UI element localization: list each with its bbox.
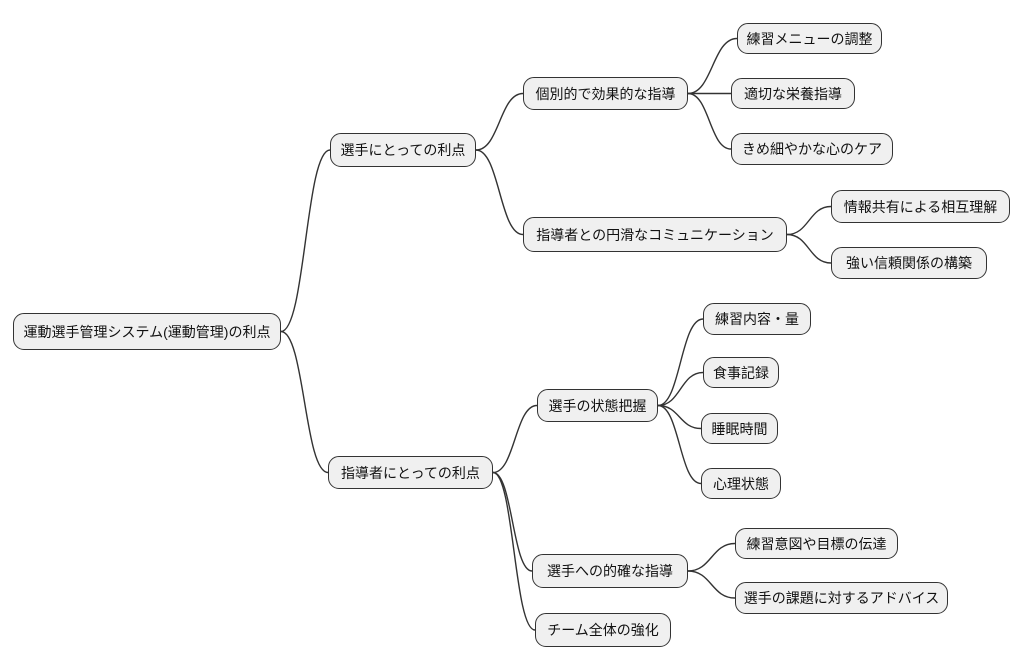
node-label: 選手にとっての利点 [340,142,466,158]
node-label: 練習意図や目標の伝達 [746,535,887,552]
mindmap-node-a1: 個別的で効果的な指導 [523,77,688,110]
edge-root-b [280,330,329,474]
edge-b2-b2a [687,542,736,572]
node-label: 運動選手管理システム(運動管理)の利点 [23,323,271,340]
node-label: 練習内容・量 [715,311,799,327]
edge-a-a1 [475,92,524,151]
node-label: 練習メニューの調整 [746,30,873,47]
edge-b2-b2b [687,570,736,599]
mindmap-node-b2: 選手への的確な指導 [532,554,688,588]
edge-a2-a2a [786,205,832,236]
edge-b-b3 [492,471,536,631]
mindmap-node-b2a: 練習意図や目標の伝達 [735,528,898,559]
edge-root-a [280,149,331,333]
node-label: 心理状態 [713,475,769,492]
node-label: 適切な栄養指導 [744,85,842,102]
node-label: 指導者にとっての利点 [341,464,480,481]
edge-a2-a2b [786,233,832,264]
mindmap-node-b1c: 睡眠時間 [701,413,778,444]
mindmap-node-b1a: 練習内容・量 [703,303,811,335]
mindmap-node-a1c: きめ細やかな心のケア [731,133,893,165]
mindmap-node-a1a: 練習メニューの調整 [737,23,882,54]
node-label: 情報共有による相互理解 [843,198,998,215]
mindmap-node-a2: 指導者との円滑なコミュニケーション [523,217,787,252]
edge-a-a2 [475,149,524,236]
edge-b-b2 [492,471,533,572]
mindmap-node-b2b: 選手の課題に対するアドバイス [735,582,948,614]
node-label: チーム全体の強化 [547,622,659,638]
mindmap-node-b1d: 心理状態 [701,468,781,499]
mindmap-node-a: 選手にとっての利点 [330,133,476,167]
mindmap-node-b1: 選手の状態把握 [537,389,658,422]
node-label: 選手の課題に対するアドバイス [743,590,940,606]
node-label: 睡眠時間 [711,420,768,437]
edge-a1-a1c [687,92,732,150]
edge-a1-a1a [687,37,738,95]
node-label: 指導者との円滑なコミュニケーション [536,226,774,243]
node-label: きめ細やかな心のケア [742,141,882,157]
mindmap-node-a2a: 情報共有による相互理解 [831,190,1010,223]
mindmap-node-b1b: 食事記録 [703,357,779,388]
node-label: 強い信頼関係の構築 [846,255,972,271]
mindmap-node-b3: チーム全体の強化 [535,613,671,647]
mindmap-node-root: 運動選手管理システム(運動管理)の利点 [13,313,281,350]
mindmap-node-a2b: 強い信頼関係の構築 [831,247,987,279]
edge-b1-b1d [657,404,702,485]
node-label: 選手への的確な指導 [547,563,673,579]
mindmap-node-b: 指導者にとっての利点 [328,456,493,489]
edge-b1-b1a [657,318,704,407]
edge-b1-b1b [657,371,704,407]
edge-b1-b1c [657,404,702,430]
node-label: 選手の状態把握 [548,397,647,414]
node-label: 食事記録 [713,364,769,381]
mindmap-node-a1b: 適切な栄養指導 [731,78,855,109]
node-label: 個別的で効果的な指導 [535,85,676,102]
edge-b-b1 [492,404,538,474]
